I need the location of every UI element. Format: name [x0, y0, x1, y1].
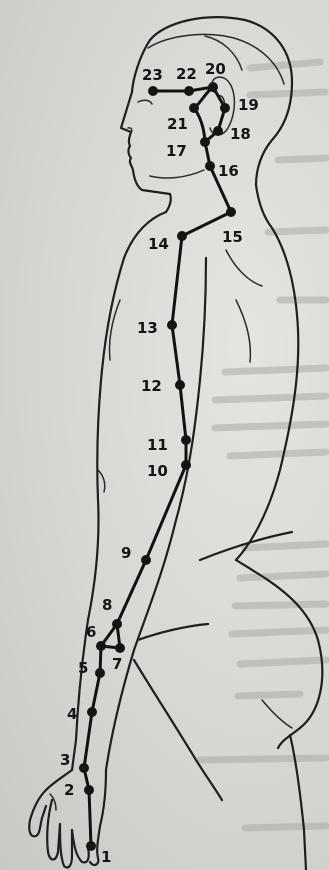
- hand: [29, 790, 46, 836]
- gluteal-fold: [262, 700, 292, 728]
- acupoint-4-label: 4: [67, 705, 77, 723]
- buttock: [236, 560, 322, 748]
- acupoint-21-label: 21: [167, 115, 188, 133]
- front-neck: [166, 194, 171, 212]
- finger-index: [47, 800, 60, 860]
- acupoint-15-label: 15: [222, 228, 243, 246]
- acupoint-9-label: 9: [121, 544, 131, 562]
- elbow-crease: [98, 470, 105, 492]
- acupoint-16-label: 16: [218, 162, 239, 180]
- acupoint-20-marker: [208, 82, 218, 92]
- acupoint-19-label: 19: [238, 96, 259, 114]
- eye: [138, 100, 152, 104]
- acupoint-21-marker: [189, 103, 199, 113]
- acupoint-3-label: 3: [60, 751, 70, 769]
- acupoint-2-label: 2: [64, 781, 74, 799]
- acupoint-8-marker: [112, 619, 122, 629]
- thigh-front: [134, 660, 222, 800]
- face-profile: [121, 40, 170, 194]
- acupoint-18-label: 18: [230, 125, 251, 143]
- acupoint-7-label: 7: [112, 655, 122, 673]
- acupoint-17-marker: [200, 137, 210, 147]
- acupoint-2-marker: [84, 785, 94, 795]
- acupoint-20-label: 20: [205, 60, 226, 78]
- acupoint-3-marker: [79, 763, 89, 773]
- acupoint-23-marker: [148, 86, 158, 96]
- acupoint-5-label: 5: [78, 659, 88, 677]
- acupoint-12-marker: [175, 380, 185, 390]
- acupoint-1-marker: [86, 841, 96, 851]
- arm-front: [72, 212, 166, 770]
- acupoint-6-marker: [96, 641, 106, 651]
- jaw-line: [150, 170, 204, 178]
- finger-middle: [60, 824, 72, 868]
- acupoint-14-marker: [177, 231, 187, 241]
- acupoint-16-marker: [205, 161, 215, 171]
- acupoint-12-label: 12: [141, 377, 162, 395]
- acupoint-10-marker: [181, 460, 191, 470]
- scapula-line: [226, 250, 262, 286]
- acupoint-22-label: 22: [176, 65, 197, 83]
- acupoint-23-label: 23: [142, 66, 163, 84]
- acupoint-11-label: 11: [147, 436, 168, 454]
- acupoint-13-label: 13: [137, 319, 158, 337]
- back-muscle: [236, 300, 250, 362]
- acupoint-6-label: 6: [86, 623, 96, 641]
- acupoint-9-marker: [141, 555, 151, 565]
- acupoint-7-marker: [115, 643, 125, 653]
- acupoint-22-marker: [184, 86, 194, 96]
- acupoint-8-label: 8: [102, 596, 112, 614]
- acupoint-19-marker: [220, 103, 230, 113]
- acupoint-18-marker: [213, 126, 223, 136]
- hip-front: [138, 624, 208, 640]
- acupoint-10-label: 10: [147, 462, 168, 480]
- acupoint-1-label: 1: [101, 848, 111, 866]
- acupoint-5-marker: [95, 668, 105, 678]
- acupoint-11-marker: [181, 435, 191, 445]
- acupoint-15-marker: [226, 207, 236, 217]
- acupoint-14-label: 14: [148, 235, 169, 253]
- acupoint-4-marker: [87, 707, 97, 717]
- acupoint-13-marker: [167, 320, 177, 330]
- acupoint-17-label: 17: [166, 142, 187, 160]
